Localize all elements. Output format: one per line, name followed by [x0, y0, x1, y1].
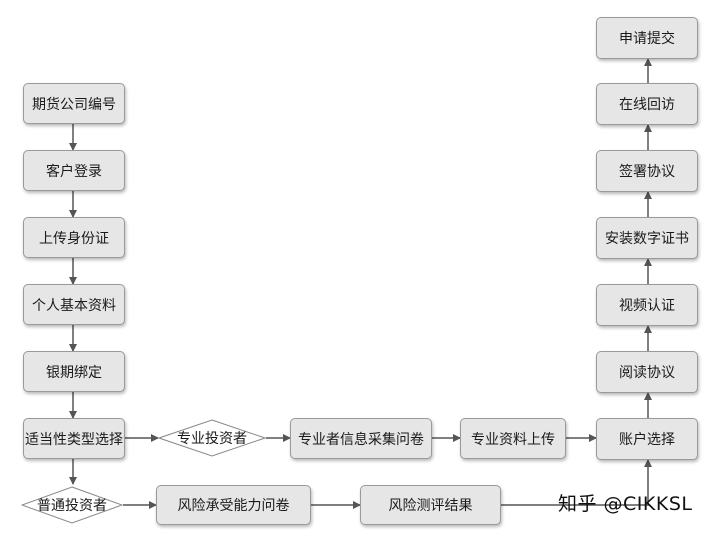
node-label: 申请提交 — [619, 31, 675, 47]
node-customer-login: 客户登录 — [23, 150, 125, 191]
node-basic-info: 个人基本资料 — [23, 284, 125, 325]
decision-professional-investor: 专业投资者 — [158, 419, 266, 457]
node-label: 阅读协议 — [619, 365, 675, 381]
node-submit-application: 申请提交 — [596, 17, 698, 59]
node-suitability-type: 适当性类型选择 — [23, 418, 125, 459]
node-install-certificate: 安装数字证书 — [596, 217, 698, 259]
node-label: 个人基本资料 — [32, 297, 116, 314]
node-label: 专业者信息采集问卷 — [298, 431, 424, 448]
decision-label: 专业投资者 — [177, 431, 247, 447]
node-label: 期货公司编号 — [32, 96, 116, 113]
node-upload-id: 上传身份证 — [23, 217, 125, 258]
node-risk-assessment-result: 风险测评结果 — [360, 485, 501, 525]
node-label: 安装数字证书 — [605, 231, 689, 247]
node-professional-docs-upload: 专业资料上传 — [460, 418, 566, 459]
node-sign-agreement: 签署协议 — [596, 150, 698, 192]
node-label: 适当性类型选择 — [25, 431, 123, 448]
node-label: 银期绑定 — [46, 364, 102, 381]
decision-label: 普通投资者 — [37, 498, 107, 514]
diamond-shape — [21, 486, 123, 524]
node-label: 视频认证 — [619, 298, 675, 314]
node-online-callback: 在线回访 — [596, 83, 698, 125]
node-risk-tolerance-questionnaire: 风险承受能力问卷 — [156, 485, 311, 525]
node-professional-info-questionnaire: 专业者信息采集问卷 — [290, 418, 432, 459]
node-label: 专业资料上传 — [471, 431, 555, 448]
node-label: 风险承受能力问卷 — [177, 498, 290, 514]
node-label: 客户登录 — [46, 163, 102, 180]
node-video-verification: 视频认证 — [596, 284, 698, 326]
node-label: 在线回访 — [619, 97, 675, 113]
node-label: 签署协议 — [619, 164, 675, 180]
watermark-text: 知乎 @CIKKSL — [558, 493, 693, 515]
decision-ordinary-investor: 普通投资者 — [21, 486, 123, 524]
node-label: 账户选择 — [619, 432, 675, 448]
node-read-agreement: 阅读协议 — [596, 351, 698, 393]
node-label: 风险测评结果 — [388, 498, 473, 514]
node-label: 上传身份证 — [39, 230, 109, 247]
diamond-shape — [158, 419, 266, 457]
node-futures-company-code: 期货公司编号 — [23, 83, 125, 124]
node-account-selection: 账户选择 — [596, 418, 698, 460]
node-bank-futures-binding: 银期绑定 — [23, 351, 125, 392]
arrow-result-to-account — [501, 459, 652, 506]
